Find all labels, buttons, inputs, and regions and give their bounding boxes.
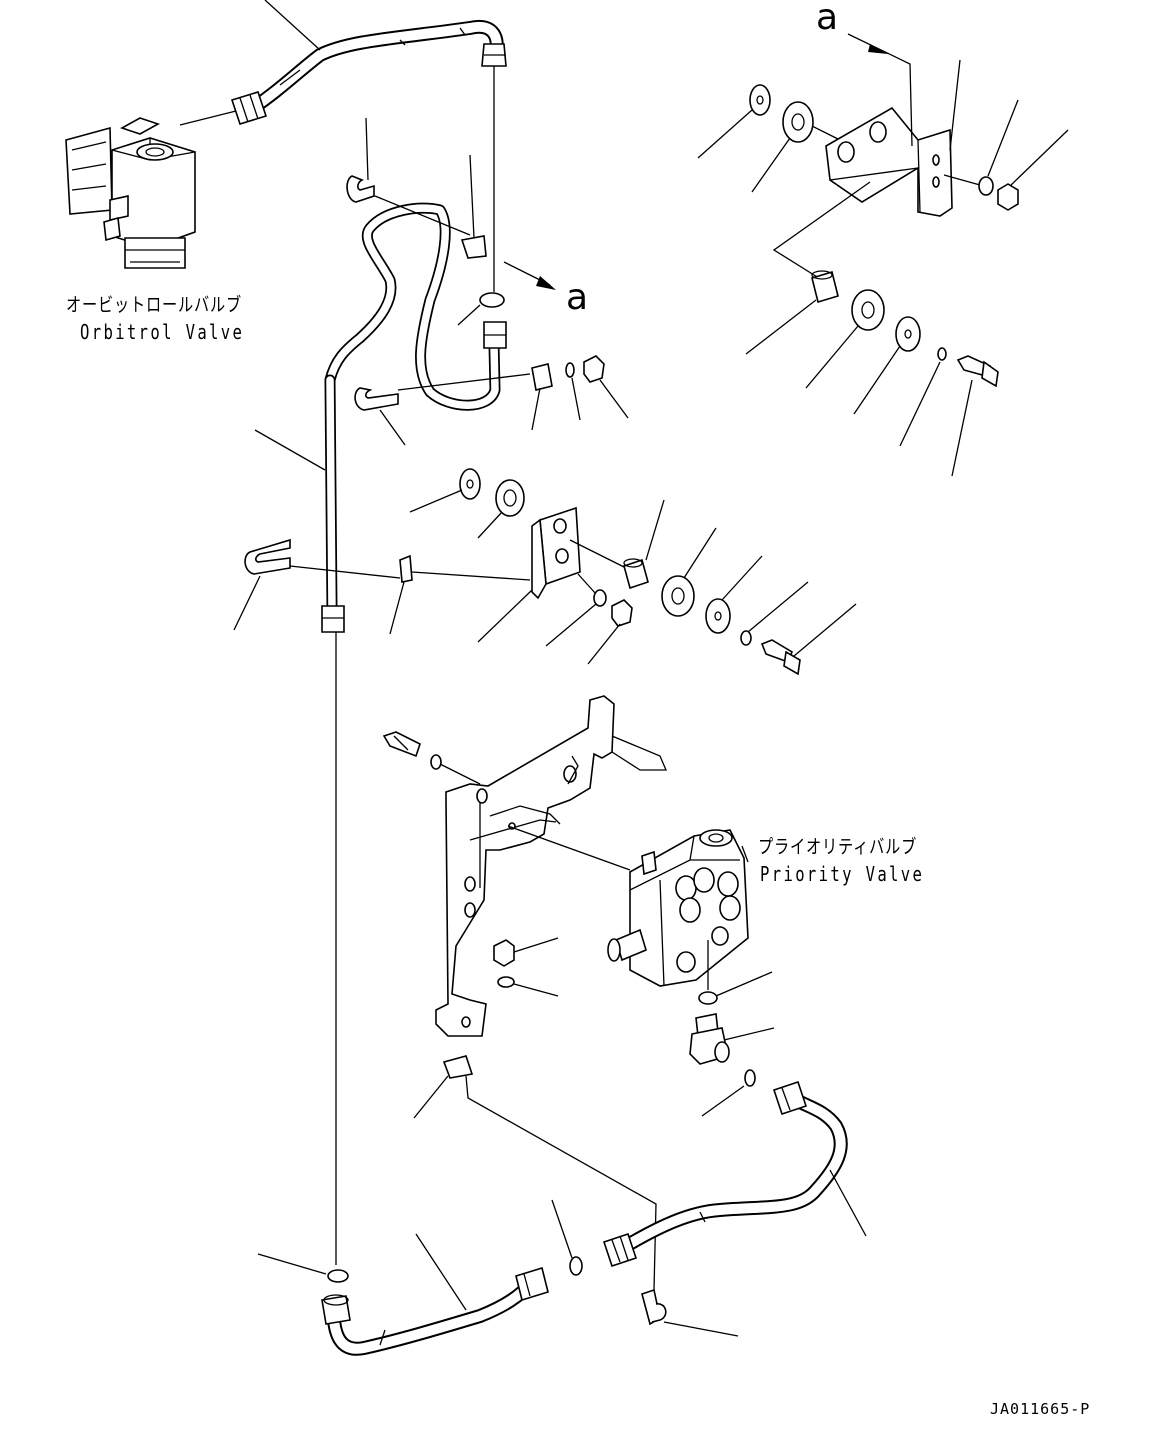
bolt-icon (951, 355, 999, 477)
bolt-icon (382, 731, 481, 785)
washer-icon (409, 468, 481, 513)
spacer-icon (477, 479, 525, 539)
spacer-icon (751, 101, 841, 193)
drawing-code: JA011665-P (990, 1400, 1091, 1418)
priority-valve-label-jp: プライオリティバルブ (758, 836, 918, 858)
spacer-icon (805, 289, 885, 389)
washer-icon (565, 362, 575, 378)
priority-valve-icon (607, 829, 749, 990)
nut-icon (493, 939, 515, 967)
washer-icon (593, 589, 607, 607)
o-ring-icon (327, 1269, 349, 1283)
o-ring-icon (479, 292, 505, 308)
washer-icon (740, 630, 752, 646)
washer-icon (705, 555, 763, 634)
clamp-icon (531, 363, 553, 391)
hose-icon (230, 0, 507, 125)
bolt-icon (760, 603, 857, 676)
view-reference-a-top: a (816, 0, 839, 38)
view-reference-a-middle: a (566, 277, 589, 318)
clamp-icon (460, 154, 487, 259)
washer-icon (937, 347, 947, 361)
spacer-icon (661, 527, 717, 617)
washer-icon (497, 976, 515, 988)
clamp-icon (354, 373, 531, 446)
tube-icon (324, 202, 507, 411)
bracket-icon (435, 695, 667, 1037)
clamp-icon (399, 554, 413, 583)
o-ring-icon (744, 1069, 756, 1087)
o-ring-icon (569, 1256, 583, 1276)
nut-icon (997, 183, 1019, 211)
washer-icon (853, 316, 921, 415)
washer-icon (697, 84, 771, 159)
clamp-icon (641, 1288, 739, 1337)
clamp-icon (413, 1055, 657, 1291)
orbitrol-valve-label-jp: オービットロールバルブ (66, 294, 243, 316)
washer-icon (978, 176, 994, 196)
tube-icon (254, 374, 345, 1265)
elbow-fitting-icon (689, 1013, 775, 1065)
bracket-icon (477, 506, 627, 643)
nut-icon (611, 599, 633, 627)
clamp-icon (346, 117, 471, 236)
priority-valve-label-en: Priority Valve (760, 862, 925, 886)
spacer-icon (623, 499, 665, 590)
spacer-icon (745, 270, 839, 355)
clamp-icon (233, 538, 401, 631)
bracket-icon (772, 59, 981, 281)
orbitrol-valve-label-en: Orbitrol Valve (80, 320, 245, 344)
nut-icon (583, 355, 605, 383)
hose-icon (602, 1080, 867, 1268)
o-ring-icon (698, 991, 718, 1005)
orbitrol-valve-icon (65, 109, 241, 269)
hose-icon (321, 1233, 549, 1356)
